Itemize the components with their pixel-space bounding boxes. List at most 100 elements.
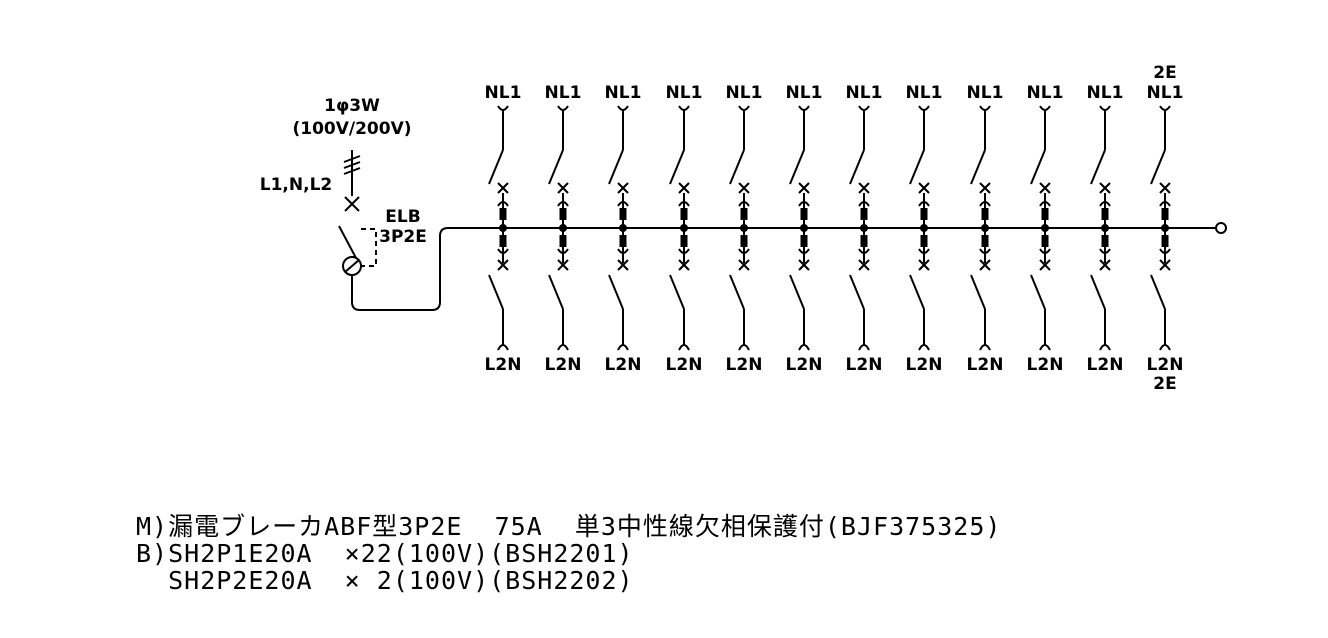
bottom-terminal xyxy=(497,344,509,351)
bottom-contact xyxy=(920,235,928,247)
bottom-switch-blade xyxy=(488,274,504,310)
supply-feeder xyxy=(343,150,361,196)
bottom-terminal xyxy=(798,344,810,351)
note-branch-breaker-1: B)SH2P1E20A ×22(100V)(BSH2201) xyxy=(136,539,634,568)
top-switch-blade xyxy=(608,149,624,185)
top-switch-blade xyxy=(849,149,865,185)
bottom-contact xyxy=(860,235,868,247)
top-switch-blade xyxy=(1030,149,1046,185)
top-contact xyxy=(1041,208,1049,220)
top-switch-blade xyxy=(789,149,805,185)
top-switch-blade xyxy=(1150,149,1166,185)
bottom-contact xyxy=(1041,235,1049,247)
bottom-contact xyxy=(1161,235,1169,247)
branch-top-label: NL1 xyxy=(1027,83,1064,103)
bottom-switch-blade xyxy=(789,274,805,310)
bus-junction xyxy=(800,224,808,232)
bottom-terminal xyxy=(918,344,930,351)
bottom-switch-blade xyxy=(1030,274,1046,310)
top-switch-blade xyxy=(488,149,504,185)
supply-lines-label: L1,N,L2 xyxy=(260,175,332,195)
bottom-switch-blade xyxy=(729,274,745,310)
top-terminal xyxy=(557,105,569,111)
bus-junction xyxy=(680,224,688,232)
bottom-contact xyxy=(740,235,748,247)
branch-top-label: NL1 xyxy=(605,83,642,103)
branch-bottom-label: L2N xyxy=(545,355,582,375)
top-terminal xyxy=(1159,105,1171,111)
bus-junction xyxy=(499,224,507,232)
bottom-contact xyxy=(559,235,567,247)
branch-top-label: NL1 xyxy=(666,83,703,103)
top-contact xyxy=(740,208,748,220)
bus-junction xyxy=(920,224,928,232)
bus-junction xyxy=(860,224,868,232)
top-terminal xyxy=(738,105,750,111)
branch-bottom-label: L2N xyxy=(1087,355,1124,375)
top-switch-blade xyxy=(1090,149,1106,185)
branch-top-label: NL1 xyxy=(485,83,522,103)
branch-bottom-label: L2N xyxy=(666,355,703,375)
bottom-switch-blade xyxy=(970,274,986,310)
bus-end-terminal xyxy=(1215,222,1227,234)
main-breaker-elb xyxy=(338,196,449,311)
branch-bottom-label: L2N xyxy=(726,355,763,375)
note-main-breaker: M)漏電ブレーカABF型3P2E 75A 単3中性線欠相保護付(BJF37532… xyxy=(136,512,1002,541)
top-contact xyxy=(800,208,808,220)
bottom-terminal xyxy=(1099,344,1111,351)
top-contact xyxy=(559,208,567,220)
top-contact xyxy=(1101,208,1109,220)
note-branch-breaker-2: SH2P2E20A × 2(100V)(BSH2202) xyxy=(136,566,634,595)
top-terminal xyxy=(1099,105,1111,111)
branch-bottom-label: L2N xyxy=(967,355,1004,375)
branch-top-label: NL1 xyxy=(846,83,883,103)
branch-bottom-label: L2N xyxy=(906,355,943,375)
branch-bottom-label: L2N xyxy=(605,355,642,375)
branch-top-extra-label: 2E xyxy=(1153,63,1176,83)
bottom-terminal xyxy=(979,344,991,351)
top-terminal xyxy=(678,105,690,111)
branch-top-label: NL1 xyxy=(545,83,582,103)
branch-top-label: NL1 xyxy=(1147,83,1184,103)
branch-top-label: NL1 xyxy=(726,83,763,103)
bottom-switch-blade xyxy=(1150,274,1166,310)
bottom-terminal xyxy=(1159,344,1171,351)
bottom-contact xyxy=(499,235,507,247)
bottom-terminal xyxy=(858,344,870,351)
branch-top-label: NL1 xyxy=(786,83,823,103)
top-contact xyxy=(680,208,688,220)
supply-system-label: 1φ3W xyxy=(324,96,380,116)
branch-bottom-extra-label: 2E xyxy=(1153,374,1176,394)
bus-junction xyxy=(1041,224,1049,232)
main-breaker-type-label: ELB xyxy=(385,207,420,227)
bus-junction xyxy=(1101,224,1109,232)
bottom-switch-blade xyxy=(608,274,624,310)
top-switch-blade xyxy=(548,149,564,185)
bus-junction xyxy=(559,224,567,232)
top-contact xyxy=(981,208,989,220)
main-breaker-poles-label: 3P2E xyxy=(379,227,427,247)
bottom-terminal xyxy=(617,344,629,351)
bottom-switch-blade xyxy=(909,274,925,310)
bus-junction xyxy=(740,224,748,232)
branch-bottom-label: L2N xyxy=(485,355,522,375)
bottom-switch-blade xyxy=(849,274,865,310)
top-contact xyxy=(619,208,627,220)
branch-bottom-label: L2N xyxy=(1147,355,1184,375)
bottom-switch-blade xyxy=(1090,274,1106,310)
bottom-contact xyxy=(619,235,627,247)
branch-bottom-label: L2N xyxy=(786,355,823,375)
top-terminal xyxy=(858,105,870,111)
top-switch-blade xyxy=(909,149,925,185)
top-contact xyxy=(920,208,928,220)
top-terminal xyxy=(798,105,810,111)
bottom-terminal xyxy=(738,344,750,351)
